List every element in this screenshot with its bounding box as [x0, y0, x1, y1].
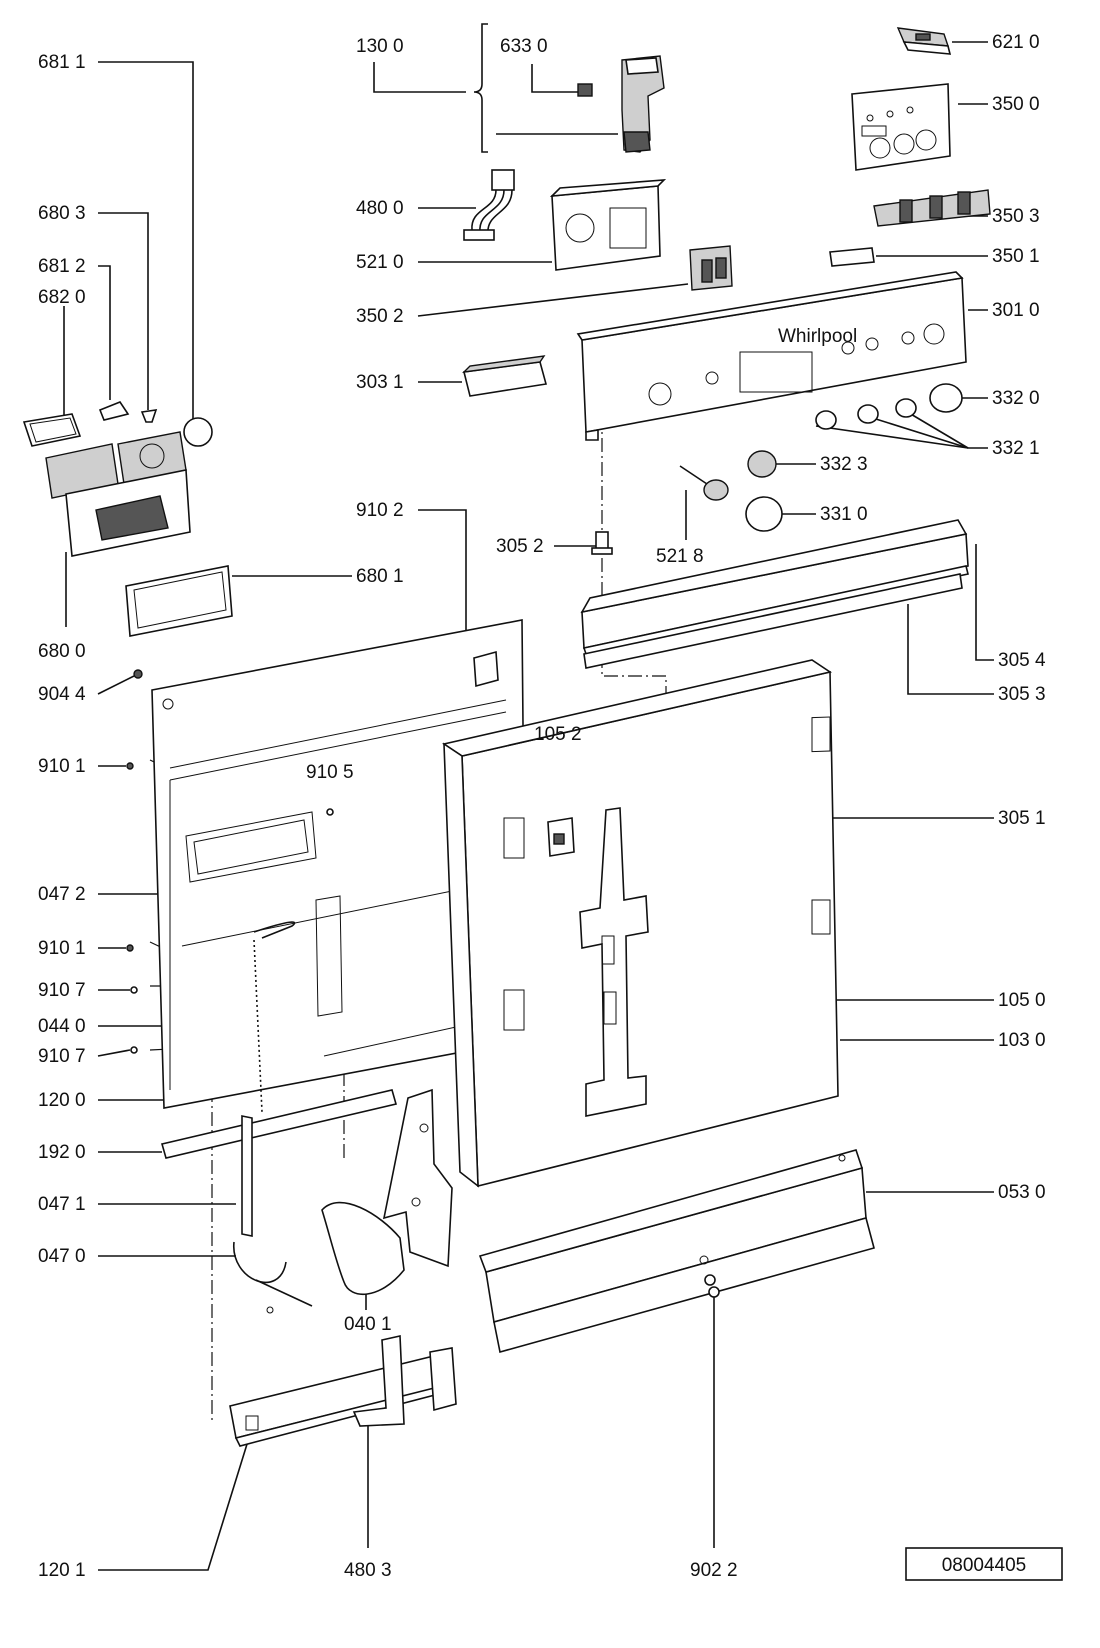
part-192-0-strip	[161, 1089, 397, 1159]
part-301-0-control-panel: Whirlpool	[576, 271, 967, 441]
label-680-0: 680 0	[38, 641, 86, 662]
label-053-0: 053 0	[998, 1182, 1046, 1203]
label-044-0: 044 0	[38, 1016, 86, 1037]
part-303-1-keypad	[462, 355, 548, 397]
part-120-1-bracket	[229, 1347, 457, 1447]
label-910-1-b: 910 1	[38, 938, 86, 959]
label-047-1: 047 1	[38, 1194, 86, 1215]
label-305-4: 305 4	[998, 650, 1046, 671]
part-621-0	[896, 27, 952, 55]
part-680-0-dispenser	[45, 431, 191, 557]
part-047-hinge	[233, 1115, 313, 1314]
label-047-0: 047 0	[38, 1246, 86, 1267]
part-053-0-kickplate	[478, 1149, 875, 1354]
label-047-2: 047 2	[38, 884, 86, 905]
label-680-1: 680 1	[356, 566, 404, 587]
label-120-0: 120 0	[38, 1090, 86, 1111]
label-331-0: 331 0	[820, 504, 868, 525]
label-682-0: 682 0	[38, 287, 86, 308]
part-902-2	[704, 1274, 720, 1298]
label-105-0: 105 0	[998, 990, 1046, 1011]
part-521-8	[679, 465, 729, 501]
part-480-0-harness	[463, 169, 515, 241]
label-910-7: 910 7	[38, 980, 86, 1001]
label-332-0: 332 0	[992, 388, 1040, 409]
brand-logo: Whirlpool	[778, 326, 857, 347]
label-305-2: 305 2	[496, 536, 544, 557]
label-480-0: 480 0	[356, 198, 404, 219]
part-120-0-inner-door	[151, 619, 527, 1109]
part-103-0-door-panel	[442, 659, 839, 1188]
part-040-1-bracket	[321, 1088, 453, 1295]
part-305-2	[591, 531, 613, 555]
part-682-0	[22, 413, 82, 447]
part-681-2	[98, 401, 130, 421]
part-480-3	[352, 1335, 405, 1427]
part-680-3	[140, 409, 158, 423]
part-044-0-spring	[253, 921, 296, 1113]
label-332-3: 332 3	[820, 454, 868, 475]
part-332-1-buttons	[815, 398, 917, 430]
part-130-0-lock	[577, 55, 665, 153]
label-633-0: 633 0	[500, 36, 548, 57]
reference-number: 08004405	[942, 1555, 1027, 1576]
label-904-4: 904 4	[38, 684, 86, 705]
part-350-2-switch	[689, 245, 733, 291]
part-105-2	[547, 817, 575, 857]
part-331-0	[745, 496, 783, 532]
label-621-0: 621 0	[992, 32, 1040, 53]
label-910-1: 910 1	[38, 756, 86, 777]
label-521-0: 521 0	[356, 252, 404, 273]
part-521-0-module	[549, 179, 667, 271]
label-902-2: 902 2	[690, 1560, 738, 1581]
part-332-3	[747, 450, 777, 478]
label-350-3: 350 3	[992, 206, 1040, 227]
label-040-1: 040 1	[344, 1314, 392, 1335]
part-680-1-gasket	[125, 565, 233, 637]
label-303-1: 303 1	[356, 372, 404, 393]
label-910-5: 910 5	[306, 762, 354, 783]
label-680-3: 680 3	[38, 203, 86, 224]
label-305-3: 305 3	[998, 684, 1046, 705]
part-labels: 681 1 680 3 681 2 682 0 680 0 680 1 130 …	[38, 32, 1046, 1581]
label-681-1: 681 1	[38, 52, 86, 73]
label-103-0: 103 0	[998, 1030, 1046, 1051]
label-192-0: 192 0	[38, 1142, 86, 1163]
label-480-3: 480 3	[344, 1560, 392, 1581]
label-350-0: 350 0	[992, 94, 1040, 115]
part-350-3	[873, 189, 991, 227]
label-332-1: 332 1	[992, 438, 1040, 459]
label-681-2: 681 2	[38, 256, 86, 277]
part-305-4-rail	[580, 519, 969, 655]
small-screws	[126, 669, 334, 1054]
part-305-3-strip	[583, 573, 963, 669]
label-521-8: 521 8	[656, 546, 704, 567]
label-350-2: 350 2	[356, 306, 404, 327]
label-305-1: 305 1	[998, 808, 1046, 829]
label-105-2: 105 2	[534, 724, 582, 745]
label-120-1: 120 1	[38, 1560, 86, 1581]
label-910-7-b: 910 7	[38, 1046, 86, 1067]
label-350-1: 350 1	[992, 246, 1040, 267]
part-332-0-knob	[929, 383, 963, 413]
label-301-0: 301 0	[992, 300, 1040, 321]
part-350-0	[851, 83, 951, 171]
part-681-1	[183, 417, 213, 447]
part-105-0-plate	[579, 807, 649, 1117]
part-350-1	[829, 247, 875, 267]
label-910-2: 910 2	[356, 500, 404, 521]
label-130-0: 130 0	[356, 36, 404, 57]
reference-box: 08004405	[905, 1547, 1063, 1581]
